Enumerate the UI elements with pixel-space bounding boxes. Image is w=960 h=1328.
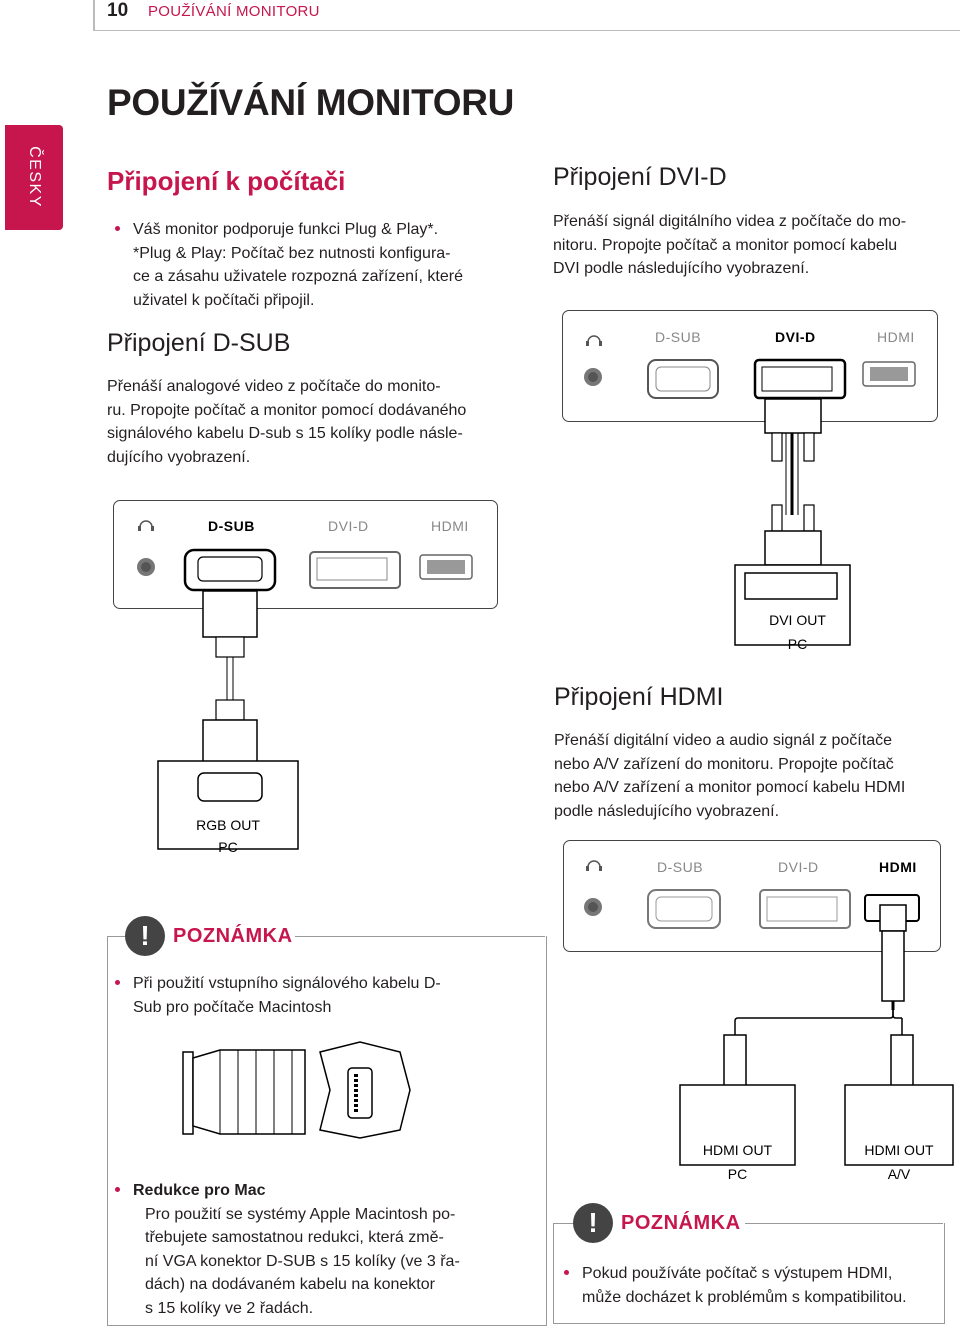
hdmi-monitor-panel <box>563 840 941 952</box>
warning-icon: ! <box>125 916 165 956</box>
hdmi-pc-out-label: HDMI OUT <box>702 1142 773 1158</box>
mac-line-4: dách) na dodávaném kabelu na konektor <box>145 1276 435 1293</box>
dsub-pc-label: PC <box>218 839 238 855</box>
header-divider <box>93 0 95 30</box>
dvi-diagram <box>584 335 916 646</box>
note-left-box <box>107 936 547 1326</box>
dvi-line-3: DVI podle následujícího vyobrazení. <box>553 260 810 277</box>
dvi-text: Přenáší signál digitálního videa z počít… <box>553 210 953 281</box>
note-left-rule-b <box>295 936 545 937</box>
hdmi-port-label-dvid: DVI-D <box>778 859 819 875</box>
language-tab[interactable]: ČESKY <box>5 125 63 230</box>
hdmi-port-label-hdmi: HDMI <box>879 859 917 875</box>
dvi-line-2: nitoru. Propojte počítač a monitor pomoc… <box>553 236 898 254</box>
dvi-port-label-dsub: D-SUB <box>655 329 702 345</box>
headphone-icon <box>138 520 154 531</box>
section-title-pc: Připojení k počítači <box>107 166 346 196</box>
dsub-port-label-dsub: D-SUB <box>208 518 255 534</box>
headphone-icon <box>586 335 602 346</box>
pc-line-1: *Plug & Play: Počítač bez nutnosti konfi… <box>133 244 451 262</box>
hdmi-line-3: nebo A/V zařízení a monitor pomocí kabel… <box>554 779 906 796</box>
note-right-rule-a <box>553 1223 575 1224</box>
dvi-out-label: DVI OUT <box>769 612 826 628</box>
page-title: POUŽÍVÁNÍ MONITORU <box>107 82 515 123</box>
hdmi-line-2: nebo A/V zařízení do monitoru. Propojte … <box>554 755 894 773</box>
pc-line-3: uživatel k počítači připojil. <box>133 291 315 309</box>
hdmi-av-label: A/V <box>887 1166 911 1182</box>
hdmi-av-out-label: HDMI OUT <box>864 1142 934 1158</box>
dvi-monitor-panel <box>562 310 938 422</box>
header-rule <box>93 30 960 31</box>
language-tab-label: ČESKY <box>26 146 43 208</box>
note-left-text: Při použití vstupního signálového kabelu… <box>107 972 527 1019</box>
hdmi-port-label-dsub: D-SUB <box>657 859 704 875</box>
note-left-rule-a <box>107 936 129 937</box>
mac-line-5: s 15 kolíky ve 2 řadách. <box>145 1299 314 1317</box>
hdmi-line-1: Přenáší digitální video a audio signál z… <box>554 732 892 749</box>
note-right-text: Pokud používáte počítač s výstupem HDMI,… <box>556 1262 941 1309</box>
note-left-heading: POZNÁMKA <box>173 925 293 947</box>
dsub-line-3: signálového kabelu D-sub s 15 kolíky pod… <box>107 425 463 442</box>
mac-line-3: ní VGA konektor D-SUB s 15 kolíky (ve 3 … <box>145 1252 460 1270</box>
dsub-line-1: Přenáší analogové video z počítače do mo… <box>107 378 441 395</box>
pc-bullet: Váš monitor podporuje funkci Plug & Play… <box>107 218 527 242</box>
pc-text: Váš monitor podporuje funkci Plug & Play… <box>107 218 527 312</box>
dvi-line-1: Přenáší signál digitálního videa z počít… <box>553 213 907 230</box>
dsub-port-label-dvid: DVI-D <box>328 518 369 534</box>
section-title-hdmi: Připojení HDMI <box>554 683 724 711</box>
note-right-rule-b <box>745 1223 943 1224</box>
mac-line-1: Pro použití se systémy Apple Macintosh p… <box>145 1205 456 1223</box>
page-number: 10 <box>107 0 129 21</box>
dvi-port-label-dvid: DVI-D <box>775 329 816 345</box>
dvi-pc-label: PC <box>787 636 808 652</box>
section-title-dvi: Připojení DVI-D <box>553 163 727 191</box>
hdmi-diagram <box>584 860 954 1166</box>
note-left-line-1: Při použití vstupního signálového kabelu… <box>107 972 527 996</box>
dsub-line-4: dujícího vyobrazení. <box>107 448 251 466</box>
dsub-line-2: ru. Propojte počítač a monitor pomocí do… <box>107 401 467 419</box>
note-right-line-1: Pokud používáte počítač s výstupem HDMI, <box>556 1262 941 1286</box>
hdmi-pc-label: PC <box>727 1166 748 1182</box>
hdmi-line-4: podle následujícího vyobrazení. <box>554 802 780 820</box>
running-header: POUŽÍVÁNÍ MONITORU <box>148 3 320 20</box>
note-right-line-2: může docházet k problémům s kompatibilit… <box>582 1288 907 1306</box>
note-left-line-2: Sub pro počítače Macintosh <box>133 998 332 1016</box>
section-title-dsub: Připojení D-SUB <box>107 329 291 357</box>
dsub-port-label-hdmi: HDMI <box>431 518 469 534</box>
dvi-port-label-hdmi: HDMI <box>877 329 915 345</box>
pc-line-2: ce a zásahu uživatele rozpozná zařízení,… <box>133 268 463 285</box>
warning-icon: ! <box>573 1203 613 1243</box>
rgb-out-label: RGB OUT <box>196 817 260 833</box>
mac-title: Redukce pro Mac <box>107 1179 527 1203</box>
mac-line-2: třebujete samostatnou redukci, která změ… <box>145 1229 444 1246</box>
hdmi-text: Přenáší digitální video a audio signál z… <box>554 729 954 823</box>
headphone-icon <box>586 860 602 871</box>
mac-note: Redukce pro Mac Pro použití se systémy A… <box>107 1179 527 1320</box>
dsub-diagram <box>137 520 473 850</box>
dsub-text: Přenáší analogové video z počítače do mo… <box>107 375 527 469</box>
dsub-monitor-panel <box>113 500 498 609</box>
mac-adapter-illustration <box>182 1041 411 1139</box>
note-right-heading: POZNÁMKA <box>621 1212 741 1234</box>
note-right-box <box>553 1223 945 1324</box>
